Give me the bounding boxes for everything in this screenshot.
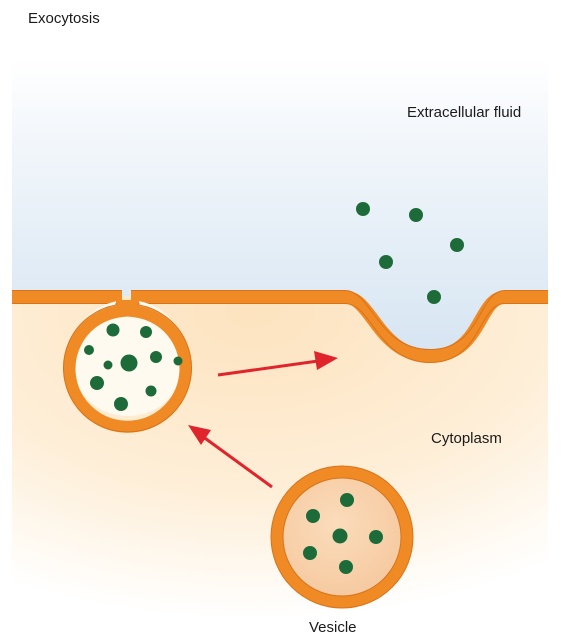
molecule xyxy=(340,493,354,507)
molecule xyxy=(121,355,138,372)
molecule xyxy=(379,255,393,269)
molecule xyxy=(303,546,317,560)
molecule xyxy=(114,397,128,411)
vesicle-label: Vesicle xyxy=(309,619,357,636)
molecule xyxy=(174,357,183,366)
molecule xyxy=(84,345,94,355)
molecule xyxy=(140,326,152,338)
extracellular-fluid-label: Extracellular fluid xyxy=(407,104,521,121)
cytoplasm-label: Cytoplasm xyxy=(431,430,502,447)
molecule xyxy=(150,351,162,363)
molecule xyxy=(333,529,348,544)
molecule xyxy=(339,560,353,574)
molecule xyxy=(409,208,423,222)
molecule xyxy=(104,361,113,370)
molecule xyxy=(107,324,120,337)
molecule xyxy=(90,376,104,390)
molecule xyxy=(306,509,320,523)
molecule xyxy=(369,530,383,544)
molecule xyxy=(450,238,464,252)
molecule xyxy=(356,202,370,216)
molecule xyxy=(427,290,441,304)
diagram-title: Exocytosis xyxy=(28,10,100,27)
molecule xyxy=(146,386,157,397)
